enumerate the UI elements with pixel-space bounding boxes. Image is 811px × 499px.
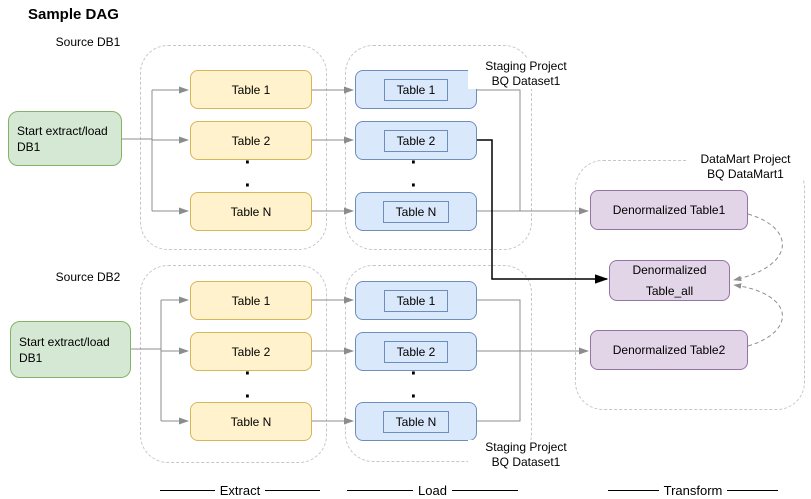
stage-extract: Extract <box>160 483 320 498</box>
load-table-1-db2-label: Table 1 <box>383 289 449 312</box>
load-ellipsis-db2: · · <box>410 363 418 408</box>
datamart-label: DataMart Project BQ DataMart1 <box>688 152 803 182</box>
extract-group-db1 <box>140 45 327 250</box>
extract-table-n-db2: Table N <box>190 402 312 441</box>
stage-extract-line-right <box>265 490 320 491</box>
staging-label-db1-line2: BQ Dataset1 <box>491 74 561 88</box>
source-db2-label: Source DB2 <box>55 270 121 284</box>
datamart-label-line2: BQ DataMart1 <box>707 167 784 181</box>
staging-group-db2 <box>345 265 532 462</box>
load-table-2-db1-label: Table 2 <box>383 129 449 152</box>
stage-extract-label: Extract <box>219 483 261 498</box>
extract-table-1-db2: Table 1 <box>190 281 312 320</box>
stage-load: Load <box>347 483 519 498</box>
source-db1-label: Source DB1 <box>55 35 121 49</box>
stage-transform-line-right <box>727 490 778 491</box>
load-table-2-db2: Table 2 <box>355 332 477 371</box>
extract-ellipsis-db2: · · <box>244 363 252 408</box>
stage-transform-label: Transform <box>663 483 723 498</box>
load-table-1-db1: Table 1 <box>355 70 477 109</box>
extract-table-2-db2: Table 2 <box>190 332 312 371</box>
page-title: Sample DAG <box>28 6 119 23</box>
load-table-n-db1: Table N <box>355 192 477 231</box>
load-table-n-db2-label: Table N <box>382 410 450 433</box>
extract-table-2-db1: Table 2 <box>190 121 312 160</box>
extract-ellipsis-db1: · · <box>244 152 252 197</box>
staging-label-db2: Staging Project BQ Dataset1 <box>468 440 584 470</box>
staging-label-db2-line2: BQ Dataset1 <box>491 455 561 469</box>
load-table-n-db2: Table N <box>355 402 477 441</box>
stage-transform: Transform <box>608 483 778 498</box>
stage-transform-line-left <box>608 490 659 491</box>
load-table-1-db1-label: Table 1 <box>383 78 449 101</box>
start-node-db2: Start extract/load DB1 <box>10 321 131 378</box>
load-ellipsis-db1: · · <box>410 152 418 197</box>
extract-group-db2 <box>140 265 327 463</box>
denormalized-table2: Denormalized Table2 <box>590 330 748 370</box>
load-table-2-db2-label: Table 2 <box>383 340 449 363</box>
denormalized-table-all: Denormalized Table_all <box>609 260 730 301</box>
stage-load-label: Load <box>418 483 447 498</box>
stage-load-line-right <box>451 490 519 491</box>
stage-load-line-left <box>347 490 414 491</box>
staging-label-db1: Staging Project BQ Dataset1 <box>468 59 584 89</box>
load-table-n-db1-label: Table N <box>382 200 450 223</box>
datamart-label-line1: DataMart Project <box>700 152 791 166</box>
staging-label-db2-line1: Staging Project <box>485 440 567 454</box>
extract-table-n-db1: Table N <box>190 192 312 231</box>
denormalized-table1: Denormalized Table1 <box>590 190 748 230</box>
start-node-db1: Start extract/load DB1 <box>8 111 122 166</box>
staging-label-db1-line1: Staging Project <box>485 59 567 73</box>
load-table-2-db1: Table 2 <box>355 121 477 160</box>
load-table-1-db2: Table 1 <box>355 281 477 320</box>
extract-table-1-db1: Table 1 <box>190 70 312 109</box>
stage-extract-line-left <box>160 490 215 491</box>
